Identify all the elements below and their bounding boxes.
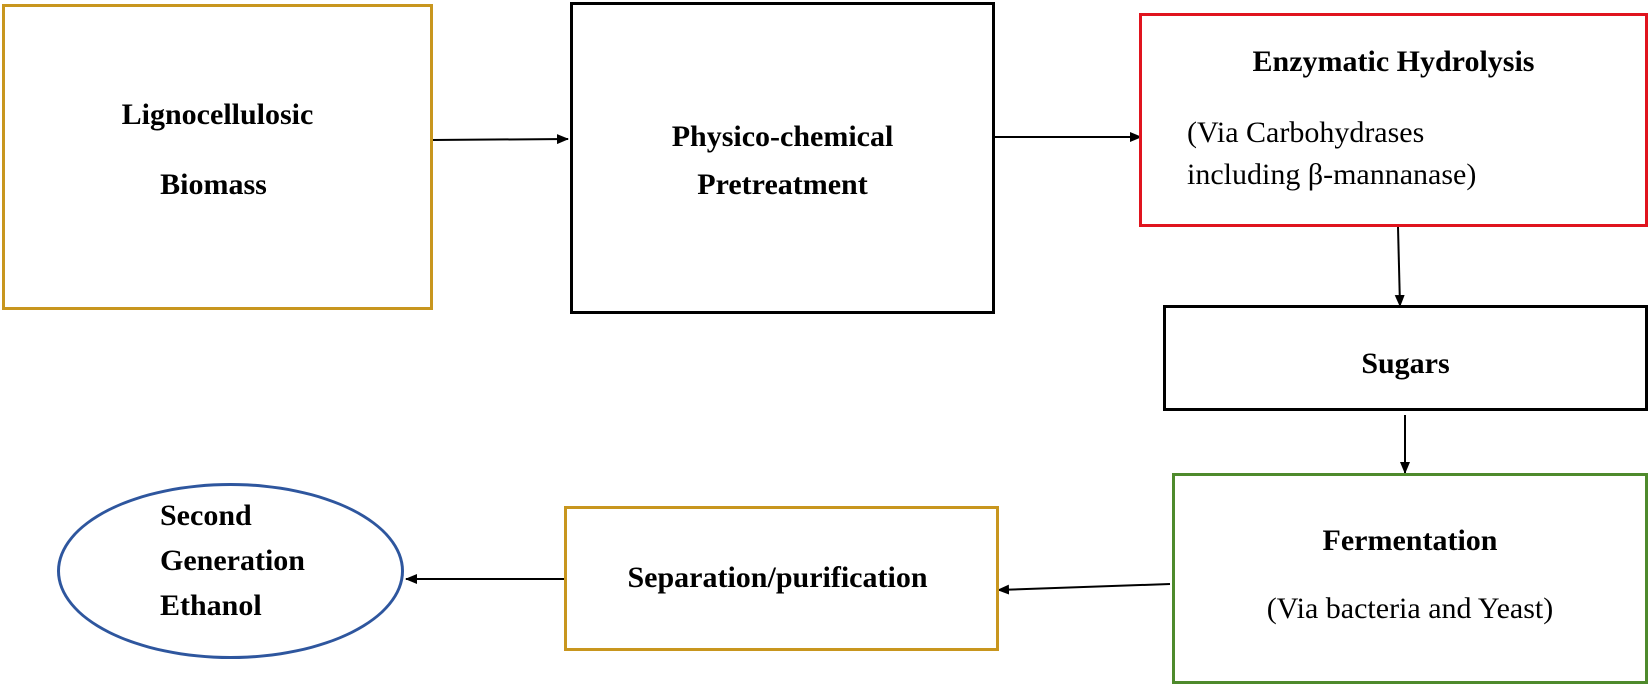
arrow-biomass-to-pretreatment [431, 134, 569, 145]
sugars-box: Sugars [1163, 305, 1648, 411]
hydrolysis-title: Enzymatic Hydrolysis [1252, 45, 1535, 78]
hydrolysis-detail-line2: including β-mannanase) [1187, 158, 1477, 191]
biomass-label-line1: Lignocellulosic [121, 98, 314, 131]
hydrolysis-box: Enzymatic Hydrolysis (Via Carbohydrases … [1139, 13, 1648, 227]
sugars-label: Sugars [1361, 347, 1450, 380]
biomass-box: Lignocellulosic Biomass [2, 4, 433, 310]
fermentation-subtitle: (Via bacteria and Yeast) [1266, 592, 1554, 625]
fermentation-box: Fermentation (Via bacteria and Yeast) [1172, 473, 1648, 684]
separation-box: Separation/purification [564, 506, 999, 651]
pretreatment-label-line1: Physico-chemical [671, 120, 894, 153]
pretreatment-box: Physico-chemical Pretreatment [570, 2, 995, 314]
fermentation-title: Fermentation [1322, 524, 1498, 557]
ethanol-label-line3: Ethanol [160, 589, 262, 622]
biomass-label-line2: Biomass [160, 168, 267, 201]
hydrolysis-detail-line1: (Via Carbohydrases [1187, 116, 1425, 149]
arrow-hydrolysis-to-sugars [1394, 226, 1405, 307]
pretreatment-label-line2: Pretreatment [697, 168, 868, 201]
separation-label: Separation/purification [627, 561, 928, 594]
ethanol-label-line2: Generation [160, 544, 305, 577]
ethanol-label-line1: Second [160, 499, 252, 532]
arrow-fermentation-to-separation [997, 583, 1171, 595]
ethanol-ellipse: Second Generation Ethanol [57, 483, 404, 659]
